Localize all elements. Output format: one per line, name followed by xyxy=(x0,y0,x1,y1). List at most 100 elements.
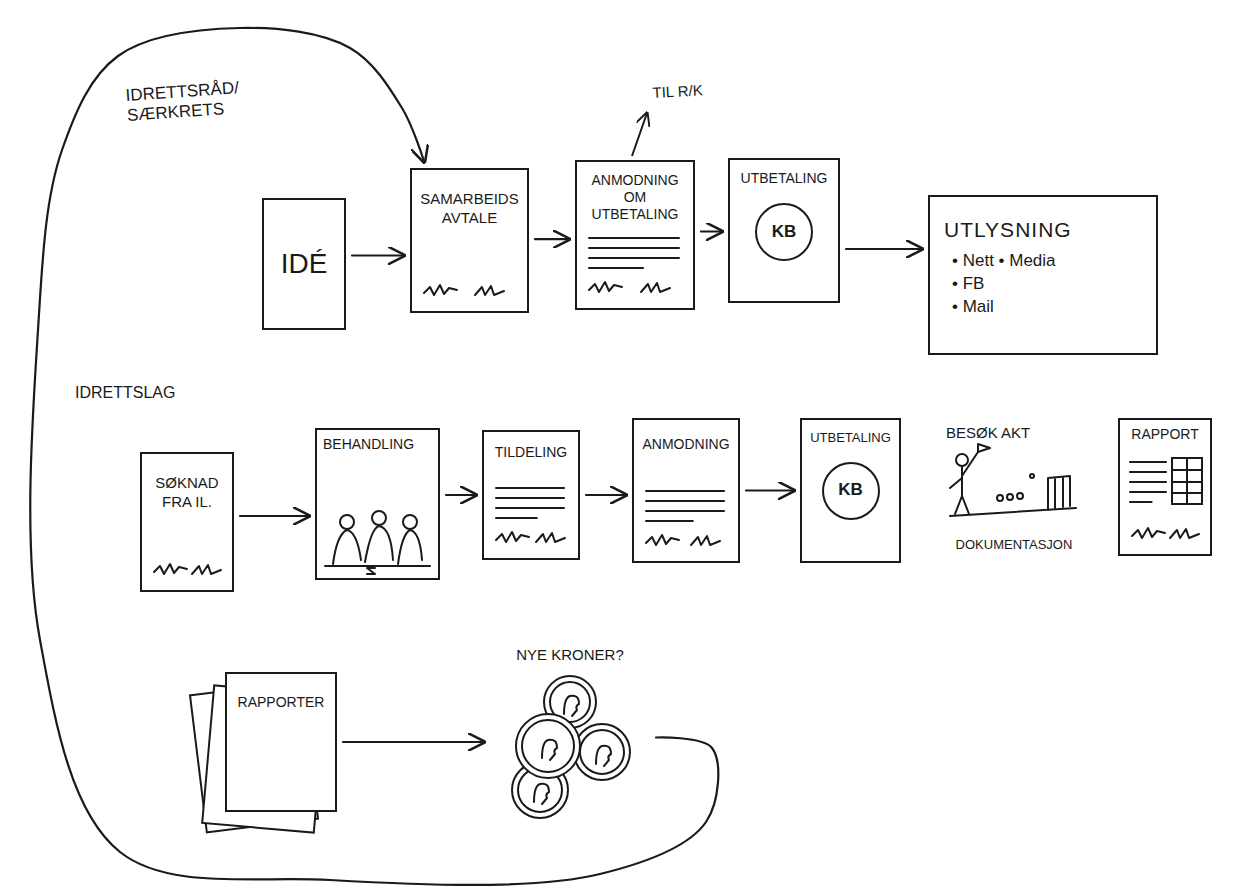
group-label: IDRETTSLAG xyxy=(75,383,225,402)
text-line xyxy=(589,237,679,239)
coin xyxy=(544,676,596,728)
node-title: SØKNAD FRA IL. xyxy=(148,474,226,512)
ground-line xyxy=(950,508,1076,516)
flow-arrow xyxy=(586,494,626,496)
node-text: KB xyxy=(822,462,880,520)
request-sheet: ANMODNING OM UTBETALING xyxy=(575,160,695,310)
node-title: ANMODNING xyxy=(642,436,729,453)
signature-scribble xyxy=(641,283,670,292)
node-text: • FB xyxy=(952,273,984,296)
node-title: RAPPORTER xyxy=(238,694,325,711)
coin-rim xyxy=(522,720,574,772)
payment-sheet: UTBETALING KB xyxy=(728,158,840,303)
person-body xyxy=(950,452,978,514)
person-body xyxy=(333,530,361,564)
text-line xyxy=(589,267,643,269)
node-text: KB xyxy=(755,203,813,261)
signature-scribble xyxy=(1132,528,1165,538)
idea-sheet: IDÉ xyxy=(262,198,346,330)
flow-arrow xyxy=(343,741,484,743)
node-title: SAMARBEIDS AVTALE xyxy=(418,190,521,228)
scribble xyxy=(367,568,375,574)
node-title: IDÉ xyxy=(281,247,328,281)
node-title: UTLYSNING xyxy=(944,217,1072,242)
text-line xyxy=(1130,461,1166,463)
payment-sheet: UTBETALING KB xyxy=(800,418,901,563)
announcement-sheet: UTLYSNING • Nett • Media• FB• Mail xyxy=(928,195,1158,355)
small-figure xyxy=(1017,493,1023,499)
flow-arrow xyxy=(535,238,569,240)
signature-scribble xyxy=(192,565,221,574)
node-title: UTBETALING xyxy=(741,170,828,187)
text-line xyxy=(1130,481,1166,483)
leader-arrow xyxy=(632,113,647,156)
text-line xyxy=(1130,501,1152,503)
text-line xyxy=(496,507,564,509)
flow-arrow xyxy=(446,494,476,496)
text-line xyxy=(1130,491,1166,493)
node-title: UTBETALING xyxy=(810,430,891,446)
review-sheet: BEHANDLING xyxy=(315,428,440,580)
coins-pile: NYE KRONER? xyxy=(490,640,650,835)
text-line xyxy=(589,257,679,259)
signature-scribble xyxy=(1170,529,1199,538)
goal-net xyxy=(1055,478,1063,508)
ball xyxy=(1030,474,1034,478)
note-label: TIL R/K xyxy=(652,79,743,102)
text-line xyxy=(496,497,564,499)
signature-scribble xyxy=(154,564,187,574)
flow-arrow xyxy=(240,515,309,517)
node-title: ANMODNING OM UTBETALING xyxy=(583,172,687,222)
request-sheet: ANMODNING xyxy=(632,418,740,563)
flag xyxy=(978,444,990,452)
node-title: BEHANDLING xyxy=(323,436,414,453)
person-head xyxy=(403,515,417,529)
agreement-sheet: SAMARBEIDS AVTALE xyxy=(410,168,529,313)
text-line xyxy=(496,487,564,489)
reports-stack: RAPPORTER xyxy=(225,672,337,812)
person-head xyxy=(956,454,968,466)
coin-profile xyxy=(534,784,549,804)
text-line xyxy=(1130,471,1166,473)
coin-profile xyxy=(542,740,557,760)
text-line xyxy=(646,520,693,522)
node-text: • Mail xyxy=(952,296,994,319)
text-line xyxy=(646,490,724,492)
person-head xyxy=(340,515,354,529)
node-title: RAPPORT xyxy=(1131,426,1198,443)
person-body xyxy=(365,526,393,562)
person-head xyxy=(372,511,386,525)
coin-profile xyxy=(564,696,579,716)
coin xyxy=(574,724,630,780)
signature-scribble xyxy=(691,536,720,545)
signature-scribble xyxy=(536,533,565,542)
node-title: NYE KRONER? xyxy=(516,646,624,664)
text-line xyxy=(646,500,724,502)
flow-arrow xyxy=(846,248,922,250)
person-body xyxy=(398,530,422,564)
sheet-drawing xyxy=(490,640,650,835)
coin-profile xyxy=(596,746,611,766)
coin-rim xyxy=(550,682,590,722)
table-line xyxy=(325,565,430,567)
sheet-drawing xyxy=(317,430,438,578)
text-line xyxy=(589,247,679,249)
signature-scribble xyxy=(475,286,504,295)
report-sheet: RAPPORT xyxy=(1118,418,1212,556)
flow-arrow xyxy=(746,489,794,491)
signature-scribble xyxy=(496,532,529,542)
grant-sheet: TILDELING xyxy=(482,430,580,560)
node-title: BESØK AKT xyxy=(946,424,1030,442)
goal-post xyxy=(1048,476,1070,510)
table-grid xyxy=(1172,458,1202,504)
sheet-drawing xyxy=(940,418,1088,578)
text-line xyxy=(646,510,724,512)
small-figure xyxy=(997,495,1003,501)
signature-scribble xyxy=(646,535,679,545)
application-sheet: SØKNAD FRA IL. xyxy=(140,452,234,592)
node-text: • Nett • Media xyxy=(952,250,1056,273)
node-text: DOKUMENTASJON xyxy=(956,537,1073,553)
